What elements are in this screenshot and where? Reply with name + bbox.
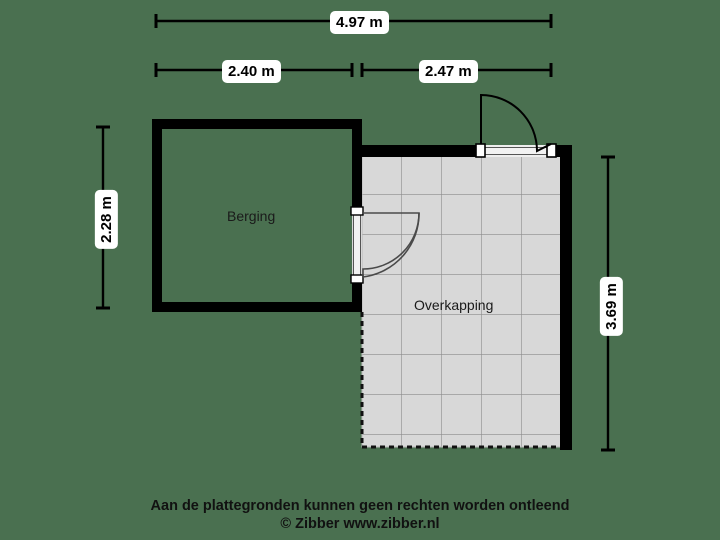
dimension-label-top-total: 4.97 m <box>330 11 389 34</box>
footer-line-2: © Zibber www.zibber.nl <box>280 516 440 532</box>
open-edge-dashed <box>360 312 562 449</box>
footer-disclaimer: Aan de plattegronden kunnen geen rechten… <box>0 497 720 533</box>
dimension-label-top-left-segment: 2.40 m <box>222 60 281 83</box>
room-label-overkapping: Overkapping <box>414 297 494 313</box>
room-label-berging: Berging <box>227 208 276 224</box>
door-berging-interior <box>350 206 420 284</box>
dimension-label-left-vertical: 2.28 m <box>94 190 118 249</box>
dimension-label-top-right-segment: 2.47 m <box>419 60 478 83</box>
door-overkapping-exterior <box>475 93 557 158</box>
dimension-label-right-vertical: 3.69 m <box>599 277 623 336</box>
wall-corner-stub <box>352 145 362 157</box>
room-overkapping-shape <box>360 154 563 449</box>
footer-line-1: Aan de plattegronden kunnen geen rechten… <box>150 498 570 514</box>
overkapping-right-wall <box>560 145 572 450</box>
